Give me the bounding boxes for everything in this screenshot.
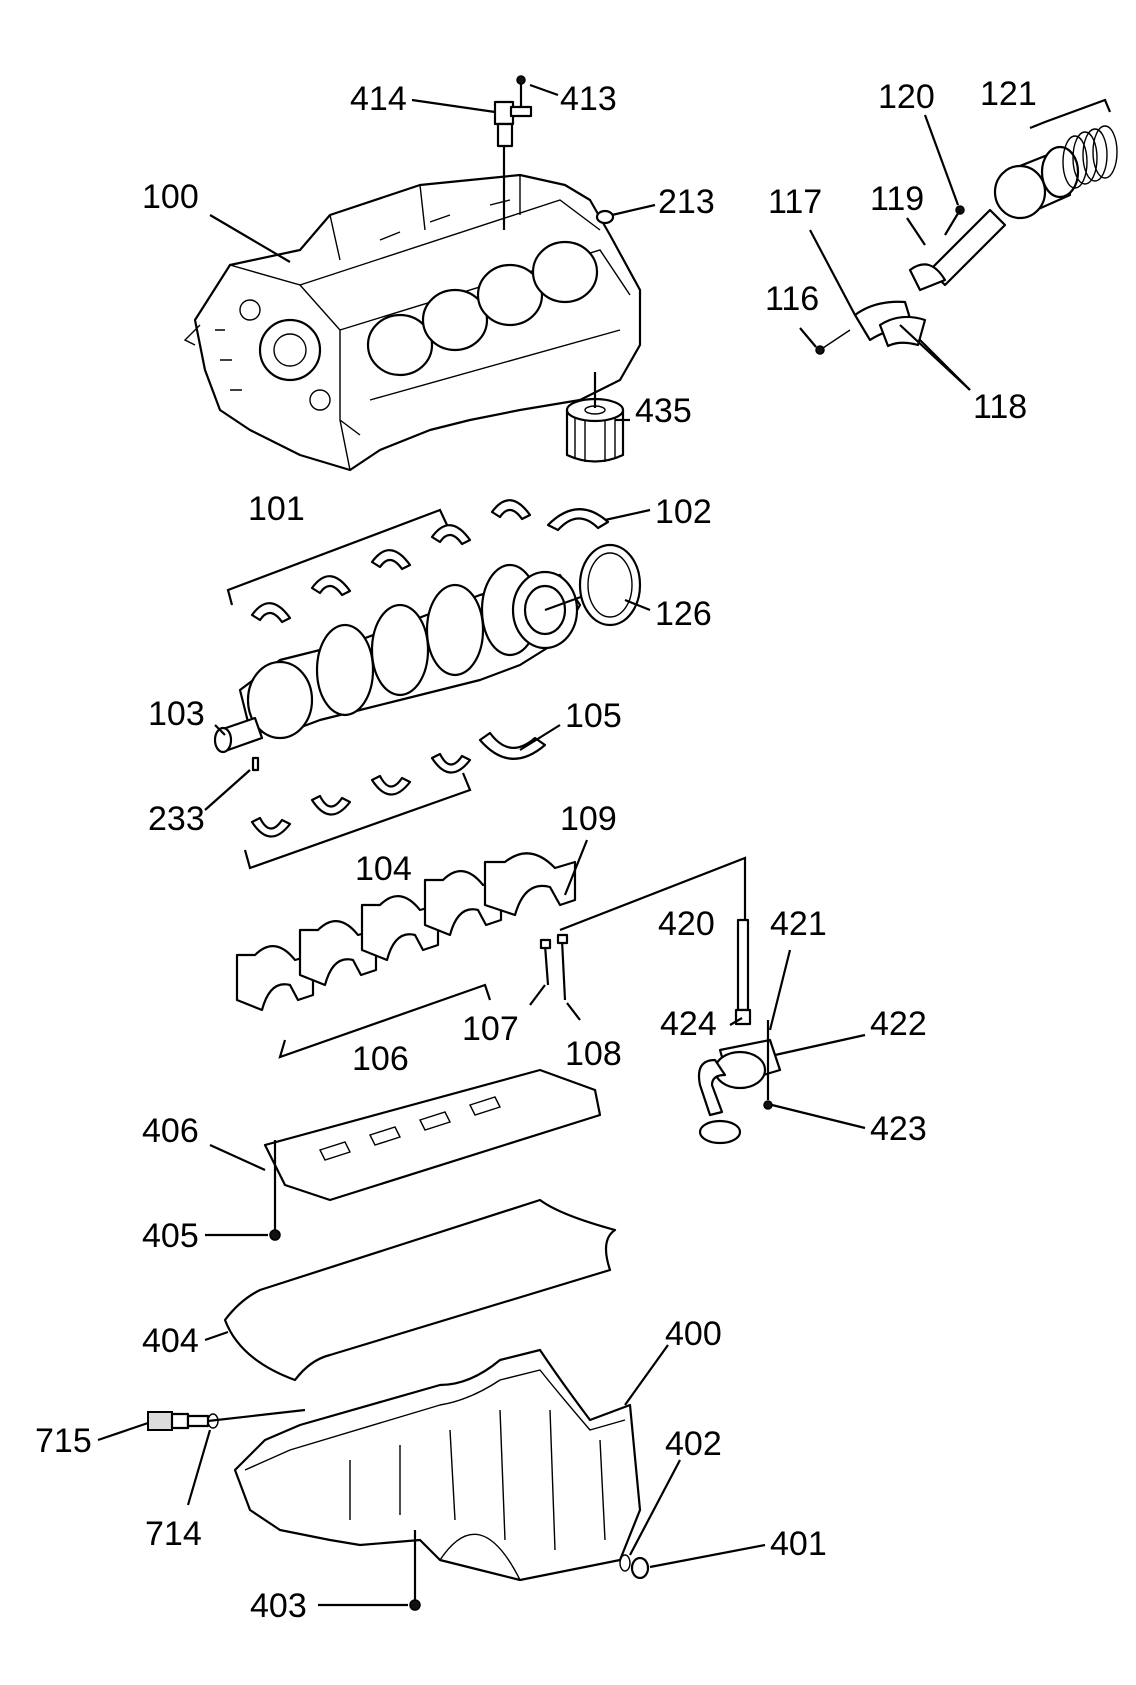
baffle-bolt — [269, 1229, 281, 1241]
label-120: 120 — [878, 78, 935, 116]
label-116: 116 — [765, 280, 819, 318]
label-714: 714 — [145, 1515, 202, 1553]
lower-main-bearings — [243, 731, 547, 870]
label-401: 401 — [770, 1525, 827, 1563]
engine-block — [183, 173, 642, 472]
oil-pan — [233, 1348, 642, 1611]
oil-pan-gasket — [223, 1198, 617, 1382]
drain-plug — [619, 1554, 650, 1580]
label-420: 420 — [658, 905, 715, 943]
oil-pressure-sensor — [493, 75, 533, 230]
label-103: 103 — [148, 695, 205, 733]
label-405: 405 — [142, 1217, 199, 1255]
label-105: 105 — [565, 697, 622, 735]
label-406: 406 — [142, 1112, 199, 1150]
oil-pan-baffle — [263, 1068, 602, 1230]
label-424: 424 — [660, 1005, 717, 1043]
upper-main-bearings — [226, 499, 610, 624]
label-104: 104 — [355, 850, 412, 888]
crankshaft — [213, 563, 601, 754]
label-119: 119 — [870, 180, 924, 218]
label-715: 715 — [35, 1422, 92, 1460]
main-bearing-caps — [235, 852, 577, 1059]
callout-leaders — [97, 83, 971, 1607]
piston-assembly — [815, 145, 1080, 355]
label-100: 100 — [142, 178, 199, 216]
label-106: 106 — [352, 1040, 409, 1078]
label-107: 107 — [462, 1010, 519, 1048]
rear-main-seal — [578, 543, 642, 627]
label-109: 109 — [560, 800, 617, 838]
label-422: 422 — [870, 1005, 927, 1043]
label-108: 108 — [565, 1035, 622, 1073]
label-213: 213 — [658, 183, 715, 221]
label-421: 421 — [770, 905, 827, 943]
oil-filter — [565, 372, 625, 463]
main-cap-bolts — [539, 933, 569, 1001]
label-413: 413 — [560, 80, 617, 118]
label-101: 101 — [248, 490, 305, 528]
label-403: 403 — [250, 1587, 307, 1625]
label-400: 400 — [665, 1315, 722, 1353]
label-117: 117 — [768, 183, 822, 221]
label-414: 414 — [350, 80, 407, 118]
label-402: 402 — [665, 1425, 722, 1463]
label-404: 404 — [142, 1322, 199, 1360]
label-121: 121 — [980, 75, 1037, 113]
oil-level-sensor — [147, 1408, 306, 1431]
label-435: 435 — [635, 392, 692, 430]
label-118: 118 — [973, 388, 1027, 426]
label-233: 233 — [148, 800, 205, 838]
plug — [595, 209, 615, 225]
label-102: 102 — [655, 493, 712, 531]
label-126: 126 — [655, 595, 712, 633]
oil-pump-assembly — [559, 856, 782, 1145]
piston-rings — [1029, 98, 1118, 189]
crank-key — [251, 756, 260, 772]
label-423: 423 — [870, 1110, 927, 1148]
callout-labels: 414 413 100 213 120 121 117 119 116 118 … — [35, 75, 1037, 1625]
